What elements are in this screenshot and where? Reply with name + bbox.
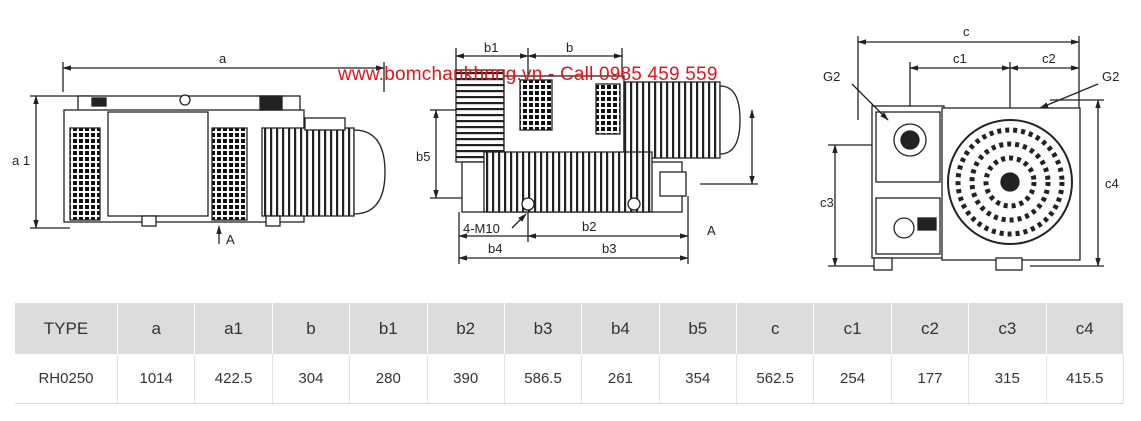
value-cell-b2: 390 bbox=[427, 354, 505, 404]
value-cell-b3: 586.5 bbox=[504, 354, 583, 404]
header-cell-a1: a1 bbox=[194, 303, 273, 354]
g2-right-label: G2 bbox=[1102, 69, 1119, 84]
dim-c4-label: c4 bbox=[1105, 176, 1119, 191]
header-cell-b: b bbox=[272, 303, 351, 354]
header-cell-b5: b5 bbox=[659, 303, 738, 354]
value-cell-a1: 422.5 bbox=[194, 354, 273, 404]
g2-left-label: G2 bbox=[823, 69, 840, 84]
thread-4-m10-label: 4-M10 bbox=[463, 221, 500, 236]
technical-drawings: a a 1 A b1 b b5 b2 4- bbox=[12, 24, 1119, 271]
side-view-left bbox=[30, 62, 386, 244]
header-cell-c1: c1 bbox=[813, 303, 892, 354]
value-cell-b5: 354 bbox=[659, 354, 738, 404]
dim-c1-label: c1 bbox=[953, 51, 967, 66]
header-cell-c3: c3 bbox=[968, 303, 1047, 354]
watermark-text: www.bomchankhong.vn - Call 0985 459 559 bbox=[338, 64, 718, 85]
dim-b4-label: b4 bbox=[488, 241, 502, 256]
header-cell-c: c bbox=[736, 303, 815, 354]
dim-a-label: a bbox=[219, 51, 227, 66]
view-arrow-a-label: A bbox=[226, 232, 235, 247]
dim-c2-label: c2 bbox=[1042, 51, 1056, 66]
dim-b-label: b bbox=[566, 40, 573, 55]
dim-b1-label: b1 bbox=[484, 40, 498, 55]
value-cell-c2: 177 bbox=[891, 354, 970, 404]
value-cell-b1: 280 bbox=[349, 354, 428, 404]
header-cell-b4: b4 bbox=[581, 303, 660, 354]
dim-a1-label: a 1 bbox=[12, 153, 30, 168]
dim-c-label: c bbox=[963, 24, 970, 39]
value-cell-c: 562.5 bbox=[736, 354, 815, 404]
dim-b3-label: b3 bbox=[602, 241, 616, 256]
value-cell-b4: 261 bbox=[581, 354, 660, 404]
side-view-middle bbox=[430, 48, 758, 264]
header-cell-c4: c4 bbox=[1046, 303, 1124, 354]
value-cell-c4: 415.5 bbox=[1046, 354, 1124, 404]
header-cell-b1: b1 bbox=[349, 303, 428, 354]
value-cell-b: 304 bbox=[272, 354, 351, 404]
view-a-label: A bbox=[707, 223, 716, 238]
value-cell-c3: 315 bbox=[968, 354, 1047, 404]
header-cell-b3: b3 bbox=[504, 303, 583, 354]
dim-b2-label: b2 bbox=[582, 219, 596, 234]
value-cell-c1: 254 bbox=[813, 354, 892, 404]
value-cell-type: RH0250 bbox=[15, 354, 118, 404]
header-cell-c2: c2 bbox=[891, 303, 970, 354]
header-cell-type: TYPE bbox=[15, 303, 118, 354]
header-cell-b2: b2 bbox=[427, 303, 505, 354]
dim-c3-label: c3 bbox=[820, 195, 834, 210]
value-cell-a: 1014 bbox=[117, 354, 196, 404]
header-cell-a: a bbox=[117, 303, 196, 354]
end-view-right bbox=[828, 36, 1104, 271]
dim-b5-label: b5 bbox=[416, 149, 430, 164]
